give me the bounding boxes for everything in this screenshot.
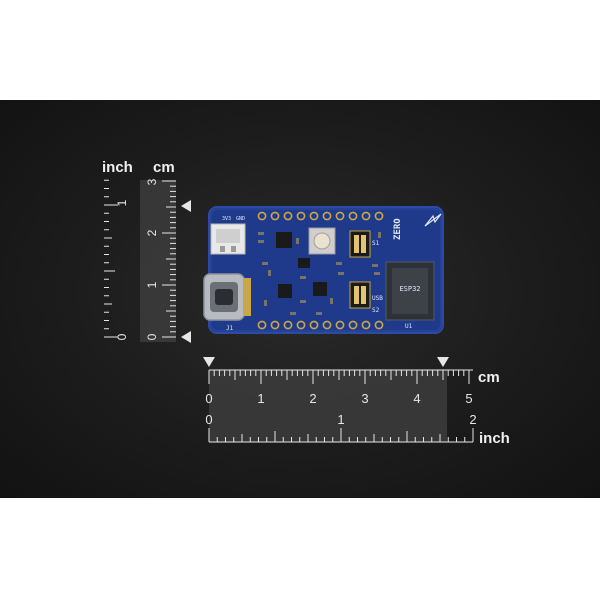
vertical-inch-tick-label-1: 1 xyxy=(115,199,129,206)
vertical-ruler-bottom-marker-icon xyxy=(181,331,191,343)
vertical-cm-tick-label-1: 1 xyxy=(145,281,159,288)
pcb-edge-highlight xyxy=(210,208,442,332)
smd-component xyxy=(300,300,306,303)
header-pin-pad xyxy=(335,211,345,221)
header-pin-pad xyxy=(257,211,267,221)
horizontal-ruler-cm-unit: cm xyxy=(478,369,500,386)
header-pin-pad xyxy=(296,320,306,330)
header-pin-pad xyxy=(257,320,267,330)
chip-icon: ESP32 xyxy=(385,261,435,321)
horizontal-inch-tick-label-0: 0 xyxy=(205,412,212,427)
horizontal-inch-tick-label-2: 2 xyxy=(469,412,476,427)
horizontal-inch-tick-label-1: 1 xyxy=(337,412,344,427)
pcb-board: ESP32 ZERO J1 U1 USB S1 S2 3V3 GND xyxy=(203,206,444,334)
smd-component xyxy=(258,240,264,243)
horizontal-ruler-ticks xyxy=(208,369,474,443)
svg-text:ESP32: ESP32 xyxy=(399,285,420,293)
smd-component xyxy=(374,272,380,275)
smd-component xyxy=(330,298,333,304)
vertical-cm-tick-label-2: 2 xyxy=(145,229,159,236)
smd-component xyxy=(296,238,299,244)
pcb-body xyxy=(208,206,444,334)
chip-icon xyxy=(313,282,327,296)
header-pin-row-bottom xyxy=(257,320,384,330)
silk-usb: USB xyxy=(372,295,383,302)
smd-component xyxy=(378,232,381,238)
silk-u1: U1 xyxy=(405,323,413,330)
smd-component xyxy=(258,232,264,235)
chip-icon xyxy=(276,232,292,248)
header-pin-pad xyxy=(283,211,293,221)
header-pin-pad xyxy=(283,320,293,330)
vertical-ruler-top-marker-icon xyxy=(181,200,191,212)
silk-s2: S2 xyxy=(372,307,380,314)
header-pin-pad xyxy=(309,320,319,330)
push-button-icon xyxy=(308,227,336,255)
smd-component xyxy=(290,312,296,315)
dip-switch-icon xyxy=(349,281,371,309)
header-pin-pad xyxy=(374,211,384,221)
chip-icon xyxy=(298,258,310,268)
silk-gnd: GND xyxy=(236,216,245,222)
header-pin-pad xyxy=(270,211,280,221)
pcb-traces xyxy=(258,232,381,315)
horizontal-cm-tick-label-5: 5 xyxy=(465,391,472,406)
horizontal-ruler-inch-unit: inch xyxy=(479,430,510,447)
horizontal-cm-tick-label-2: 2 xyxy=(309,391,316,406)
horizontal-ruler-left-marker-icon xyxy=(203,357,215,367)
dip-switch-icon xyxy=(349,230,371,258)
usb-c-port-icon xyxy=(203,273,251,321)
vertical-inch-tick-label-0: 0 xyxy=(115,333,129,340)
header-pin-pad xyxy=(270,320,280,330)
silk-vcc: 3V3 xyxy=(222,216,231,222)
horizontal-ruler: cm inch 0 1 2 3 4 5 0 1 2 xyxy=(203,357,510,447)
header-pin-row-top xyxy=(257,211,384,221)
smd-component xyxy=(300,276,306,279)
chip-icon xyxy=(278,284,292,298)
header-pin-pad xyxy=(348,320,358,330)
header-pin-pad xyxy=(374,320,384,330)
header-pin-pad xyxy=(296,211,306,221)
smd-component xyxy=(336,262,342,265)
smd-component xyxy=(372,264,378,267)
smd-component xyxy=(262,262,268,265)
vertical-cm-tick-label-0: 0 xyxy=(145,333,159,340)
silk-brand-mark: ZERO xyxy=(393,218,403,240)
vertical-ruler-inch-unit: inch xyxy=(102,159,133,176)
horizontal-ruler-right-marker-icon xyxy=(437,357,449,367)
vertical-ruler-strip xyxy=(140,180,176,342)
silk-s1: S1 xyxy=(372,240,380,247)
header-pin-pad xyxy=(335,320,345,330)
smd-component xyxy=(268,270,271,276)
vertical-ruler: inch cm 0 1 0 1 2 3 xyxy=(102,159,191,343)
smd-component xyxy=(264,300,267,306)
horizontal-cm-tick-label-1: 1 xyxy=(257,391,264,406)
smd-component xyxy=(316,312,322,315)
header-pin-pad xyxy=(322,211,332,221)
vertical-cm-tick-label-3: 3 xyxy=(145,178,159,185)
silk-j1: J1 xyxy=(226,325,234,332)
jst-connector-icon xyxy=(210,223,246,255)
silk-logo-icon xyxy=(424,213,442,227)
horizontal-ruler-strip xyxy=(209,370,447,442)
horizontal-cm-tick-label-3: 3 xyxy=(361,391,368,406)
header-pin-pad xyxy=(322,320,332,330)
horizontal-cm-tick-label-0: 0 xyxy=(205,391,212,406)
vertical-ruler-ticks xyxy=(104,179,176,338)
header-pin-pad xyxy=(361,320,371,330)
header-pin-pad xyxy=(348,211,358,221)
header-pin-pad xyxy=(309,211,319,221)
vertical-ruler-cm-unit: cm xyxy=(153,159,175,176)
header-pin-pad xyxy=(361,211,371,221)
horizontal-cm-tick-label-4: 4 xyxy=(413,391,420,406)
smd-component xyxy=(338,272,344,275)
